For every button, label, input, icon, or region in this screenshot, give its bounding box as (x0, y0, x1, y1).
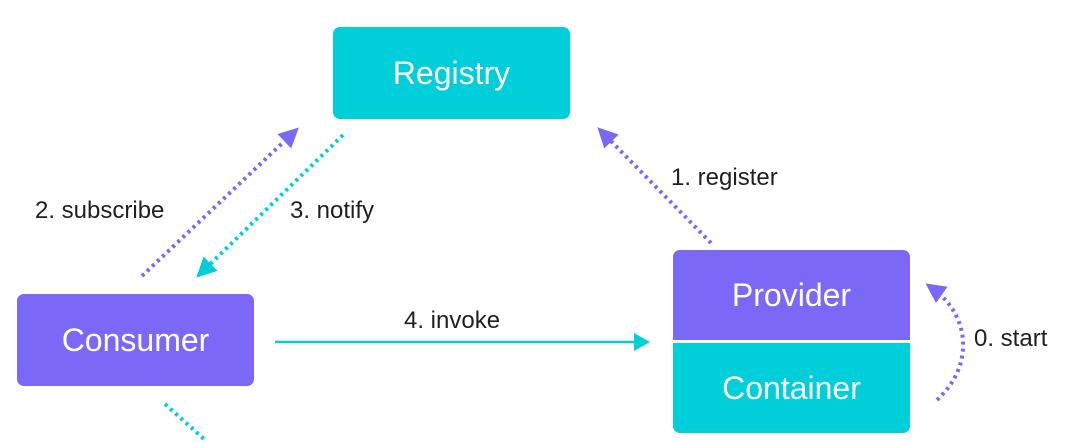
registry-label: Registry (392, 54, 511, 91)
notify-label: 3. notify (290, 197, 375, 224)
container-label: Container (722, 369, 861, 406)
notify-arrow (196, 133, 345, 278)
provider-label: Provider (731, 276, 852, 313)
start-arrow (925, 283, 966, 402)
consumer-outgoing-dotted-line (163, 402, 207, 442)
container-node: Container (673, 343, 910, 433)
register-label: 1. register (671, 164, 778, 191)
registry-node: Registry (333, 27, 570, 119)
subscribe-label: 2. subscribe (35, 197, 165, 224)
provider-node: Provider (673, 250, 910, 340)
invoke-arrowhead (634, 333, 650, 351)
register-arrow (597, 127, 713, 245)
consumer-node: Consumer (17, 294, 254, 386)
consumer-label: Consumer (61, 321, 210, 358)
start-label: 0. start (974, 325, 1048, 352)
invoke-label: 4. invoke (404, 307, 501, 334)
